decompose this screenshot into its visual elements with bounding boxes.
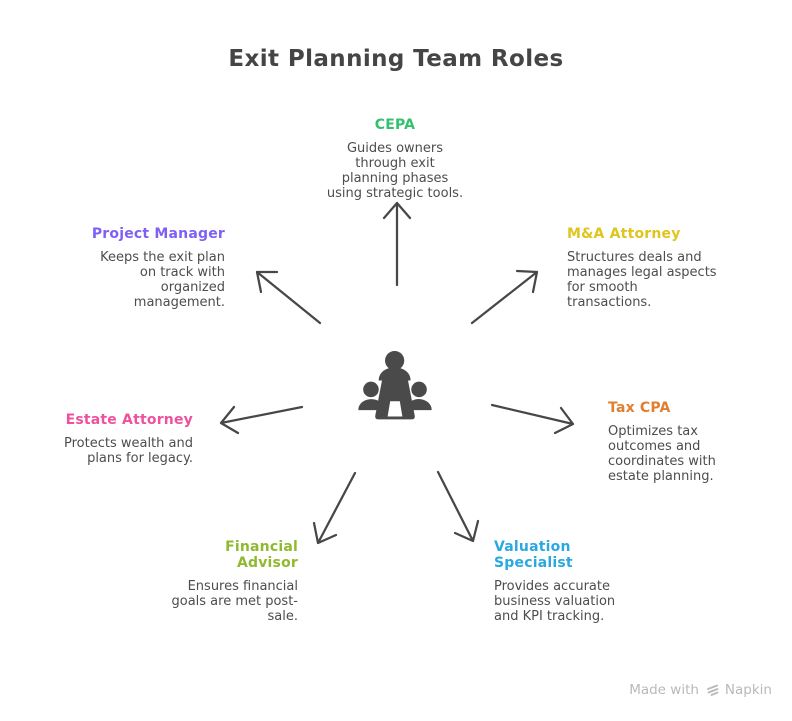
table-shape — [375, 378, 415, 420]
team-meeting-icon — [358, 350, 432, 420]
top-person-shoulders — [378, 367, 411, 381]
role-tax-cpa-label: Tax CPA — [608, 400, 671, 416]
right-person-shoulders — [405, 399, 432, 411]
right-person-head — [411, 381, 427, 398]
role-financial-advisor-label: Financial Advisor — [225, 539, 298, 571]
role-cepa-description: Guides owners through exit planning phas… — [326, 141, 464, 201]
role-ma-attorney: M&A Attorney Structures deals and manage… — [567, 226, 752, 310]
role-estate-attorney-description: Protects wealth and plans for legacy. — [63, 436, 193, 466]
napkin-logo-icon — [707, 684, 719, 696]
table-notch — [387, 401, 403, 417]
role-cepa-label: CEPA — [374, 117, 416, 133]
role-project-manager: Project Manager Keeps the exit plan on t… — [25, 226, 225, 310]
role-ma-attorney-description: Structures deals and manages legal aspec… — [567, 250, 717, 310]
role-financial-advisor-description: Ensures financial goals are met post- sa… — [171, 579, 298, 624]
role-valuation-specialist-description: Provides accurate business valuation and… — [494, 579, 616, 624]
role-project-manager-label: Project Manager — [91, 226, 225, 242]
arrow-to-project-manager — [255, 270, 322, 325]
role-valuation-specialist-label: Valuation Specialist — [494, 539, 573, 571]
arrow-to-estate-attorney — [219, 405, 304, 435]
role-project-manager-description: Keeps the exit plan on track with organi… — [100, 250, 225, 310]
watermark-brand: Napkin — [724, 682, 772, 698]
napkin-watermark-link[interactable]: Made with Napkin — [629, 682, 772, 698]
role-valuation-specialist: Valuation Specialist Provides accurate b… — [494, 539, 664, 624]
left-person-head — [363, 381, 379, 398]
watermark-prefix: Made with — [629, 682, 699, 698]
arrow-to-ma-attorney — [470, 269, 539, 325]
page-title: Exit Planning Team Roles — [228, 46, 564, 72]
arrow-to-tax-cpa — [490, 403, 575, 435]
role-cepa: CEPA Guides owners through exit planning… — [315, 117, 475, 201]
role-estate-attorney-label: Estate Attorney — [65, 412, 193, 428]
role-estate-attorney: Estate Attorney Protects wealth and plan… — [23, 412, 193, 466]
arrow-to-financial-advisor — [312, 471, 357, 545]
role-financial-advisor: Financial Advisor Ensures financial goal… — [128, 539, 298, 624]
role-tax-cpa: Tax CPA Optimizes tax outcomes and coord… — [608, 400, 758, 484]
left-person-shoulders — [358, 399, 385, 411]
arrow-to-valuation-specialist — [436, 470, 480, 543]
arrow-to-cepa — [382, 201, 412, 287]
top-person-head — [385, 350, 405, 371]
role-ma-attorney-label: M&A Attorney — [567, 226, 681, 242]
role-tax-cpa-description: Optimizes tax outcomes and coordinates w… — [608, 424, 716, 484]
